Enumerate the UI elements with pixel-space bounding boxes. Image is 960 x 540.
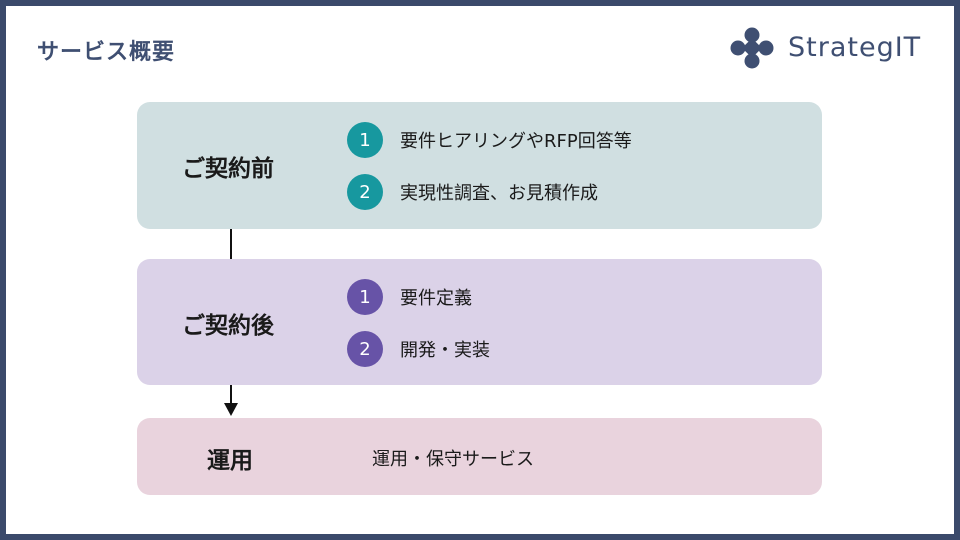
four-dot-logo-icon [730, 27, 774, 69]
company-logo: StrategIT [728, 24, 938, 74]
step-text: 開発・実装 [400, 340, 490, 361]
operations-text: 運用・保守サービス [372, 449, 534, 470]
step-number-badge: 2 [347, 331, 383, 367]
step-item: 2 実現性調査、お見積作成 [347, 174, 598, 210]
step-text: 要件ヒアリングやRFP回答等 [400, 131, 632, 152]
step-item: 1 要件ヒアリングやRFP回答等 [347, 122, 632, 158]
step-number-badge: 1 [347, 279, 383, 315]
slide: サービス概要 StrategIT ご契約前 1 要件ヒアリングやRFP回答等 2… [6, 6, 954, 534]
step-text: 実現性調査、お見積作成 [400, 183, 598, 204]
step-number-badge: 2 [347, 174, 383, 210]
arrow-down-icon [224, 403, 238, 416]
phase-label: 運用 [207, 448, 253, 474]
phase-operations: 運用 運用・保守サービス [137, 418, 822, 495]
phase-label: ご契約前 [182, 156, 274, 182]
phase-before-contract: ご契約前 1 要件ヒアリングやRFP回答等 2 実現性調査、お見積作成 [137, 102, 822, 229]
page-title: サービス概要 [37, 40, 176, 65]
phase-label: ご契約後 [182, 313, 274, 339]
step-item: 2 開発・実装 [347, 331, 490, 367]
connector-line [230, 229, 232, 259]
step-number-badge: 1 [347, 122, 383, 158]
phase-after-contract: ご契約後 1 要件定義 2 開発・実装 [137, 259, 822, 385]
step-item: 1 要件定義 [347, 279, 472, 315]
step-text: 要件定義 [400, 288, 472, 309]
logo-text: StrategIT [788, 32, 922, 63]
arrow-shaft [230, 385, 232, 405]
